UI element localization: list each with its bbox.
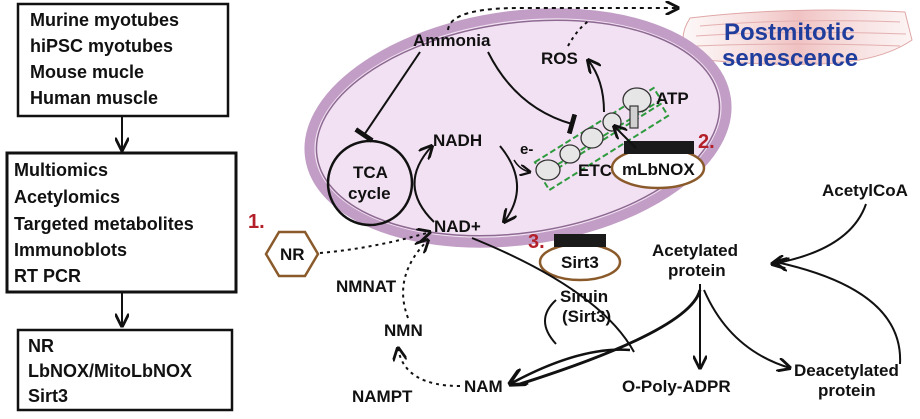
sirtuin-bracket: [544, 299, 557, 345]
electron-arrow: [513, 159, 530, 172]
tca-label-1: TCA: [353, 163, 388, 182]
methods-item-1: Multiomics: [14, 160, 108, 180]
ammonia-label: Ammonia: [413, 31, 491, 50]
nam-label: NAM: [464, 377, 503, 396]
nmn-label: NMN: [384, 321, 423, 340]
nad-to-sirtuin-curve: [471, 237, 635, 353]
acetylcoa-to-acetylated-arrow: [772, 203, 867, 264]
sirtuin-label-2: (Sirt3): [562, 307, 611, 326]
models-item-3: Mouse mucle: [30, 62, 144, 82]
interventions-item-2: LbNOX/MitoLbNOX: [28, 361, 192, 381]
arrow-nad-to-nadh: [413, 146, 434, 223]
number-1: 1.: [248, 211, 265, 233]
sirt3-bar: [554, 234, 606, 247]
arrow-nadh-to-nad: [499, 145, 518, 222]
nampt-label: NAMPT: [352, 387, 413, 406]
models-item-4: Human muscle: [30, 88, 158, 108]
deacetylated-label-2: protein: [818, 381, 876, 400]
number-3: 3.: [528, 231, 545, 253]
etc-complex: [533, 86, 670, 192]
senescence-title-line1: Postmitotic: [724, 19, 855, 46]
sirtuin-label-1: Siruin: [560, 287, 608, 306]
methods-item-3: Targeted metabolites: [14, 214, 194, 234]
etc-label: ETC: [578, 161, 612, 180]
arrow-mlbnox-to-etc: [614, 126, 637, 149]
ros-label: ROS: [541, 49, 578, 68]
models-item-1: Murine myotubes: [30, 10, 179, 30]
acetylated-label-2: protein: [668, 261, 726, 280]
acetylated-to-deacetylated-arrow: [703, 289, 790, 368]
ammonia-inhibits-tca: [354, 51, 421, 143]
mitochondrion: [304, 8, 732, 248]
interventions-item-3: Sirt3: [28, 386, 68, 406]
deacetylated-label-1: Deacetylated: [794, 361, 899, 380]
nr-label: NR: [280, 245, 305, 264]
interventions-box: [16, 328, 234, 412]
ammonia-inhibits-etc: [487, 51, 578, 135]
senescence-title-line2: senescence: [722, 45, 858, 72]
sirt3-label: Sirt3: [561, 253, 599, 272]
acetylcoa-label: AcetylCoA: [822, 181, 908, 200]
nmnat-label: NMNAT: [336, 277, 397, 296]
nr-to-nad-dotted: [319, 232, 430, 254]
methods-item-4: Immunoblots: [14, 240, 127, 260]
models-box: [16, 2, 230, 118]
methods-item-2: Acetylomics: [14, 187, 120, 207]
deacetylated-to-acetylated-arrow: [776, 262, 902, 365]
nam-to-nmn-dotted: [398, 348, 461, 387]
methods-item-5: RT PCR: [14, 266, 81, 286]
acetylated-to-nam-line: [519, 289, 702, 386]
mlbnox-label: mLbNOX: [622, 160, 695, 179]
nad-label: NAD+: [434, 217, 481, 236]
tca-label-2: cycle: [348, 184, 391, 203]
polyadpr-label: O-Poly-ADPR: [622, 377, 731, 396]
models-item-2: hiPSC myotubes: [30, 36, 173, 56]
mlbnox-bar: [624, 141, 694, 154]
nadh-label: NADH: [433, 131, 482, 150]
methods-box: [5, 151, 238, 294]
nr-hexagon: [264, 230, 320, 278]
nmn-to-nad-dotted: [402, 240, 428, 319]
acetylated-label-1: Acetylated: [652, 241, 738, 260]
number-2: 2.: [698, 131, 715, 153]
electron-label: e-: [520, 141, 533, 158]
interventions-item-1: NR: [28, 336, 54, 356]
atp-label: ATP: [656, 89, 689, 108]
arrow-etc-to-ros: [588, 60, 605, 113]
